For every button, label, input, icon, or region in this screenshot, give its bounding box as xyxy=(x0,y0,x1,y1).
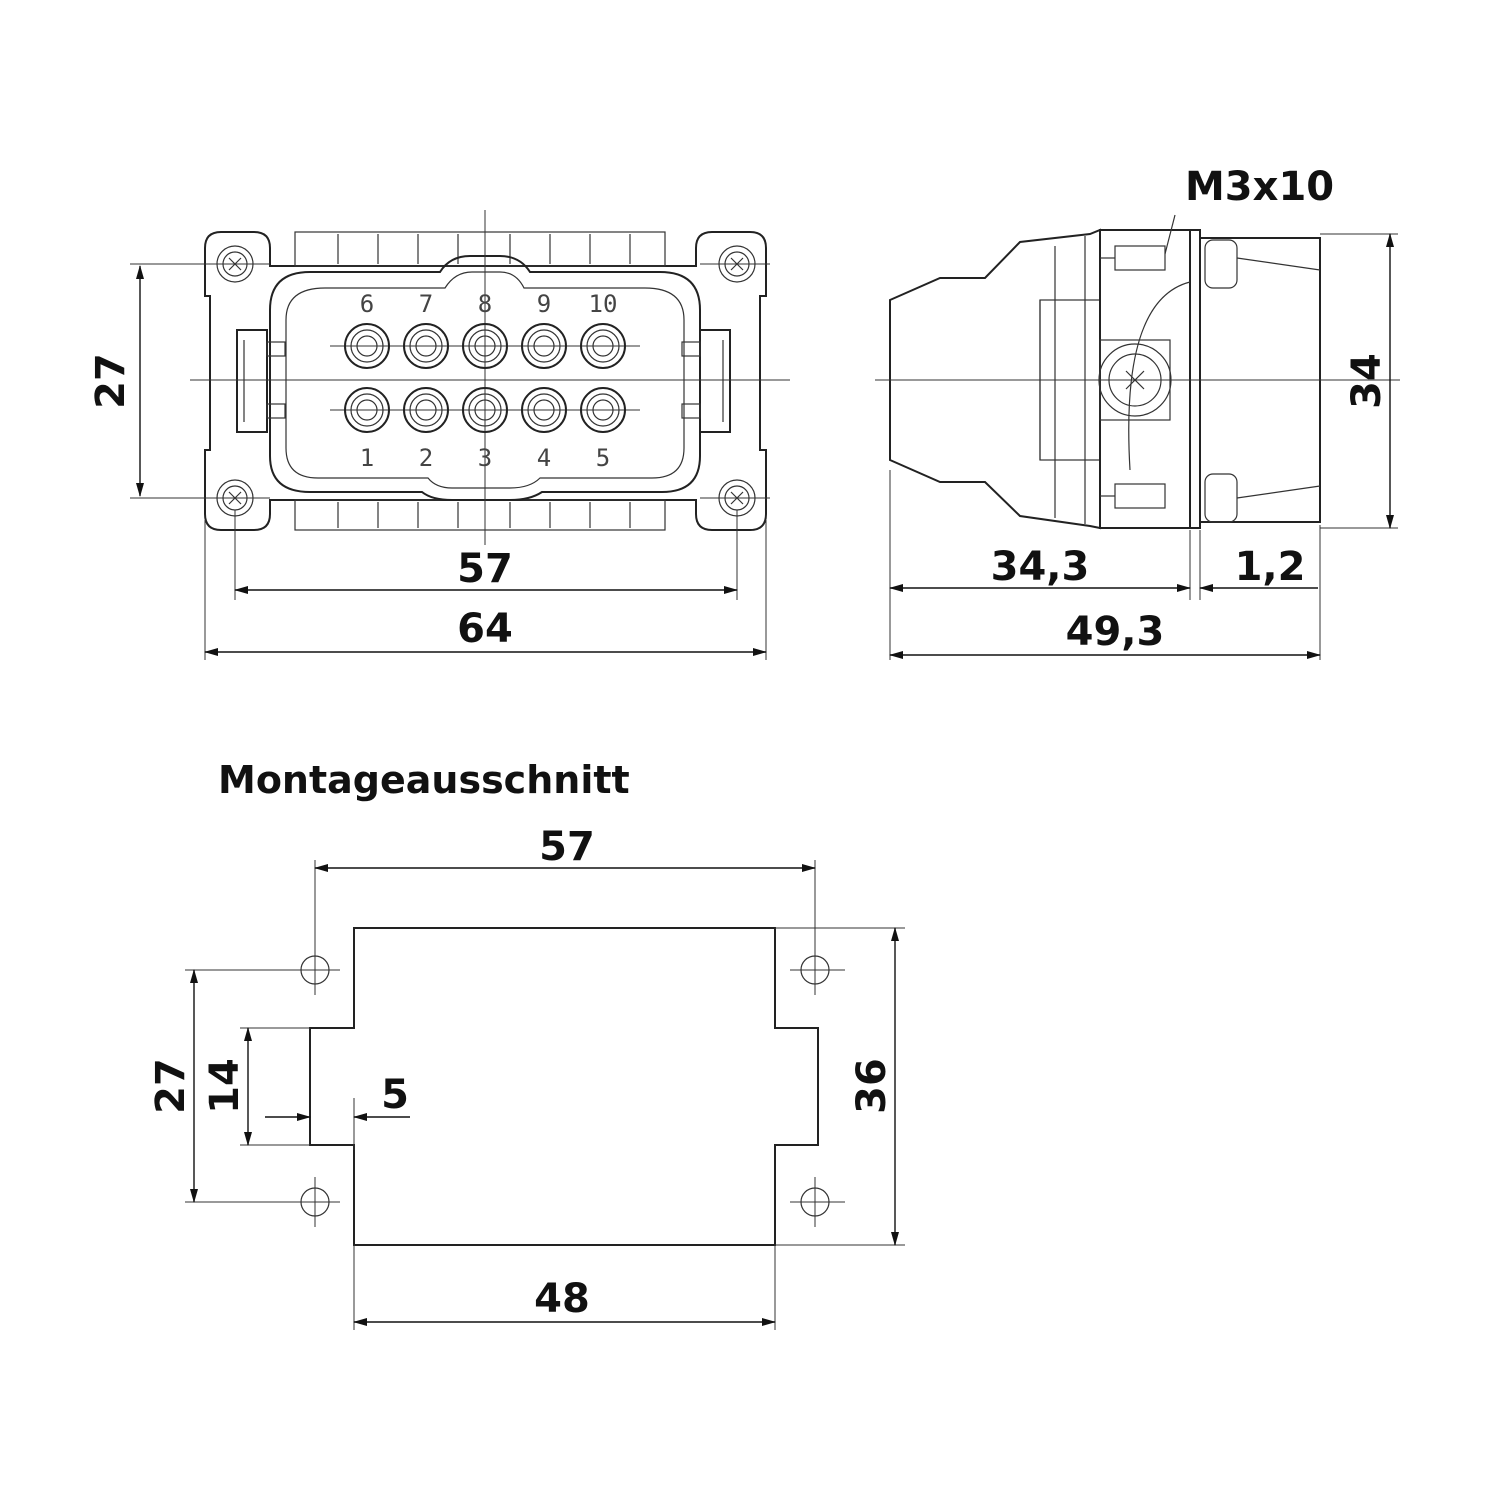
front-flange-outline xyxy=(204,231,767,531)
pin-label-1: 1 xyxy=(360,444,374,472)
pin-label-8: 8 xyxy=(478,290,492,318)
right-latch xyxy=(681,329,731,433)
dim-side-49-3: 49,3 xyxy=(889,525,1321,660)
contact-pin-2 xyxy=(403,387,449,433)
pin-label-9: 9 xyxy=(537,290,551,318)
pin-label-5: 5 xyxy=(596,444,610,472)
dim-cutout-36: 36 xyxy=(775,927,905,1246)
insert-frame-outer xyxy=(269,255,701,501)
dim-side-34-label: 34 xyxy=(1344,353,1390,409)
front-view: 6 7 8 9 10 1 2 3 4 5 27 57 64 xyxy=(88,210,790,660)
dim-side-1-2: 1,2 xyxy=(1199,544,1318,592)
left-latch xyxy=(236,329,286,433)
dim-cutout-27: 27 xyxy=(148,969,300,1203)
screw-spec-label: M3x10 xyxy=(1185,164,1334,210)
dim-front-27: 27 xyxy=(88,265,144,497)
pin-label-7: 7 xyxy=(419,290,433,318)
side-view: M3x10 34 34,3 1,2 49,3 xyxy=(875,164,1400,660)
contact-pin-1 xyxy=(344,387,390,433)
contact-pin-3 xyxy=(462,387,508,433)
dim-cutout-14: 14 xyxy=(202,1027,310,1146)
dim-side-34-3-label: 34,3 xyxy=(991,544,1090,590)
dim-side-49-3-label: 49,3 xyxy=(1066,609,1165,655)
dim-front-64: 64 xyxy=(204,520,767,660)
contact-pin-9 xyxy=(521,323,567,369)
dim-front-57-label: 57 xyxy=(457,546,513,592)
contact-pin-5 xyxy=(580,387,626,433)
rib-lines xyxy=(337,234,631,528)
pin-label-4: 4 xyxy=(537,444,551,472)
dim-cutout-5-label: 5 xyxy=(381,1072,409,1118)
dim-cutout-48-label: 48 xyxy=(534,1276,590,1322)
dim-cutout-5: 5 xyxy=(265,1072,410,1150)
dim-side-34: 34 xyxy=(1320,233,1398,529)
dim-front-27-label: 27 xyxy=(88,353,134,409)
bottom-ribbed-band xyxy=(294,499,666,531)
dim-front-57: 57 xyxy=(234,510,738,600)
side-screw-top xyxy=(1100,214,1321,289)
pin-label-3: 3 xyxy=(478,444,492,472)
side-screw-bottom xyxy=(1100,473,1321,523)
dim-cutout-48: 48 xyxy=(353,1245,776,1330)
side-hood-outline xyxy=(889,228,1101,530)
dim-cutout-57: 57 xyxy=(314,824,816,955)
contact-pin-10 xyxy=(580,323,626,369)
contact-pin-4 xyxy=(521,387,567,433)
contact-pins xyxy=(344,323,626,433)
dim-cutout-27-label: 27 xyxy=(148,1058,194,1114)
dim-side-34-3: 34,3 xyxy=(889,470,1201,660)
side-body xyxy=(1099,229,1191,529)
pin-label-2: 2 xyxy=(419,444,433,472)
contact-pin-8 xyxy=(462,323,508,369)
side-flange xyxy=(1189,229,1201,529)
mounting-cutout: Montageausschnitt 57 48 36 xyxy=(148,758,905,1330)
dim-side-1-2-label: 1,2 xyxy=(1235,544,1306,590)
contact-pin-7 xyxy=(403,323,449,369)
insert-frame-inner xyxy=(285,271,685,489)
dim-cutout-36-label: 36 xyxy=(849,1058,895,1114)
pin-label-6: 6 xyxy=(360,290,374,318)
dim-cutout-57-label: 57 xyxy=(539,824,595,870)
pin-label-10: 10 xyxy=(589,290,618,318)
dim-front-64-label: 64 xyxy=(457,606,513,652)
dim-cutout-14-label: 14 xyxy=(202,1058,248,1114)
top-ribbed-band xyxy=(294,231,666,267)
contact-pin-6 xyxy=(344,323,390,369)
cutout-title: Montageausschnitt xyxy=(218,758,630,802)
